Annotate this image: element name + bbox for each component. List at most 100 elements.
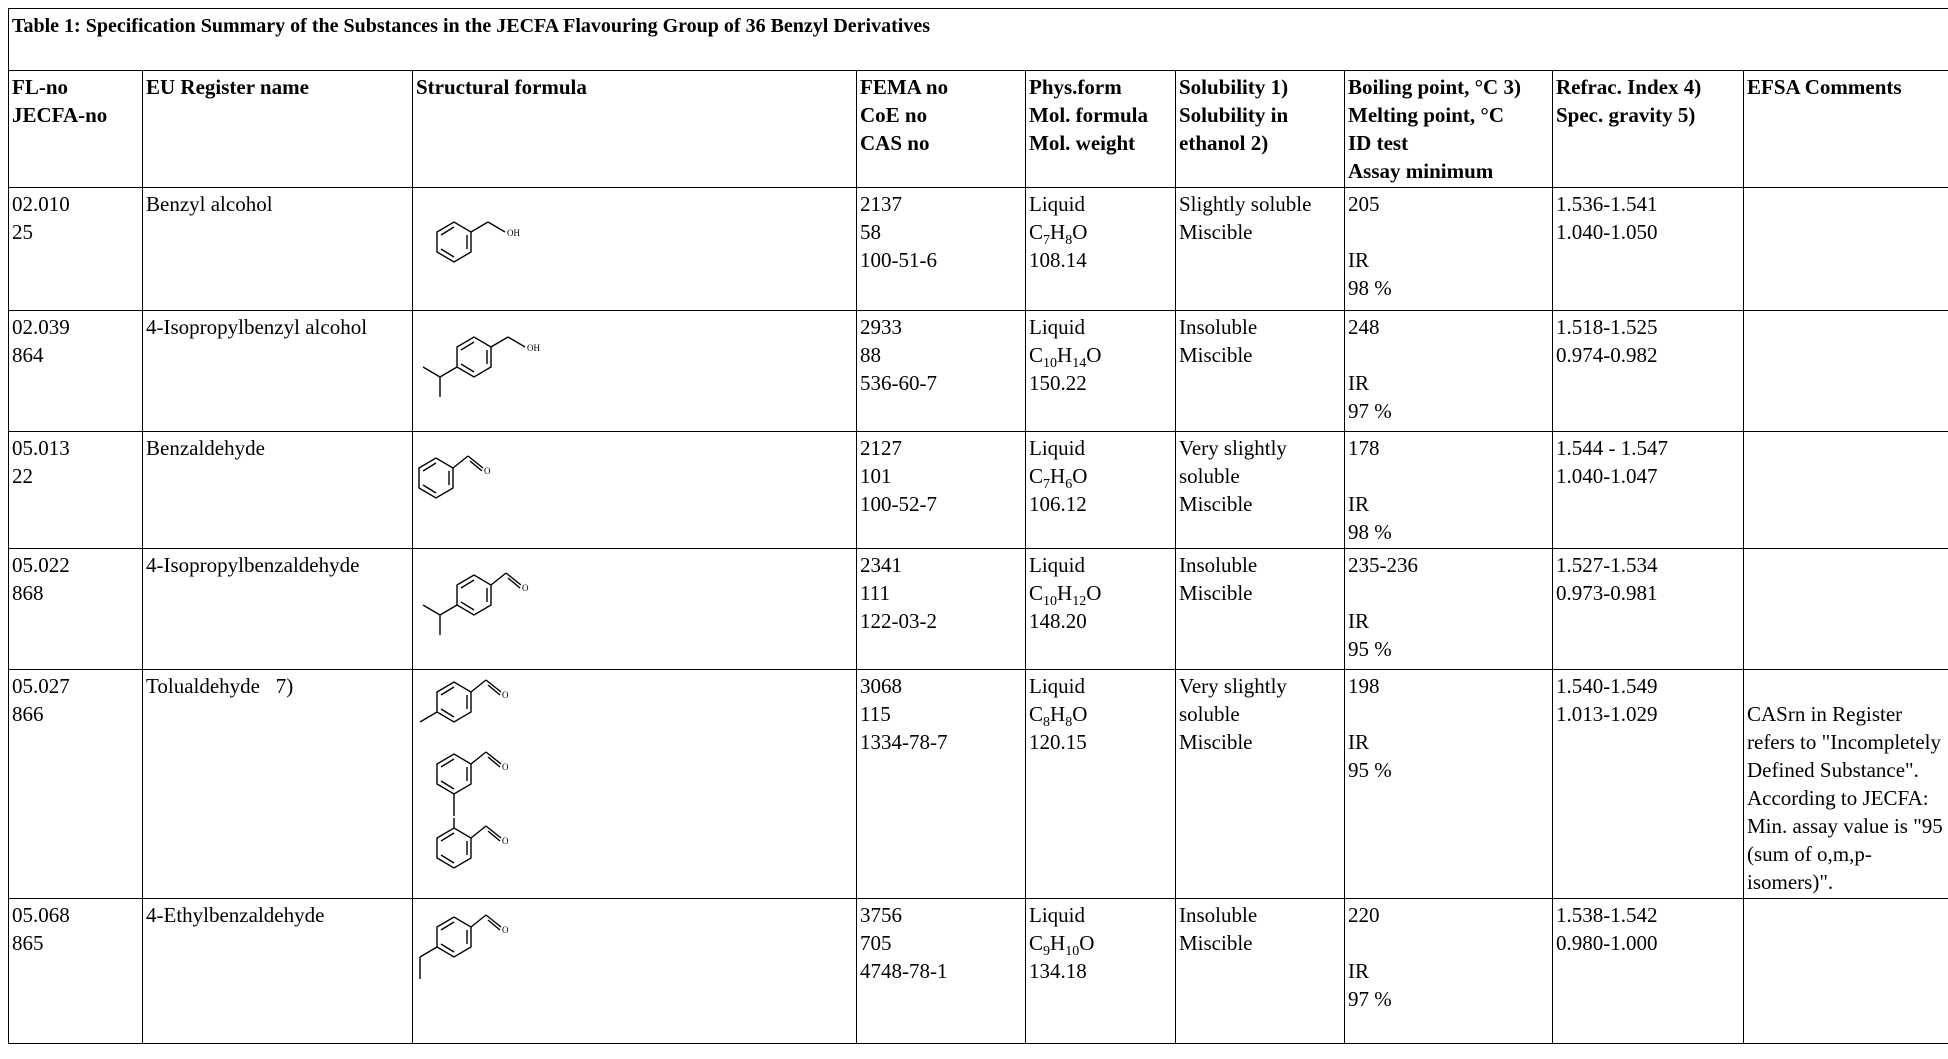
- fema-no: 2341: [860, 553, 902, 577]
- id-test: IR: [1348, 730, 1369, 754]
- mol-formula: C9H10O: [1029, 931, 1095, 960]
- solubility-line: Miscible: [1179, 220, 1253, 244]
- phys-form: Liquid: [1029, 903, 1085, 927]
- solubility-line: Very slightly: [1179, 436, 1287, 460]
- cas-no: 122-03-2: [860, 609, 937, 633]
- phys-form: Liquid: [1029, 436, 1085, 460]
- jecfa-no: 866: [12, 702, 44, 726]
- header-efsa-comments: EFSA Comments: [1742, 70, 1948, 188]
- id-test: IR: [1348, 959, 1369, 983]
- header-line: ethanol 2): [1179, 131, 1269, 155]
- register-name: Tolualdehyde 7): [146, 674, 294, 698]
- header-eu-register-name: EU Register name: [142, 70, 413, 188]
- fl-no: 02.039: [12, 315, 70, 339]
- header-line: Phys.form: [1029, 75, 1122, 99]
- jecfa-no: 865: [12, 931, 44, 955]
- header-refrac-index: Refrac. Index 4) Spec. gravity 5): [1552, 70, 1744, 188]
- cas-no: 4748-78-1: [860, 959, 948, 983]
- header-line: Spec. gravity 5): [1556, 103, 1696, 127]
- assay-minimum: 95 %: [1348, 758, 1392, 782]
- assay-minimum: 98 %: [1348, 520, 1392, 544]
- id-test: IR: [1348, 492, 1369, 516]
- boiling-point: 235-236: [1348, 553, 1418, 577]
- jecfa-no: 25: [12, 220, 33, 244]
- assay-minimum: 97 %: [1348, 399, 1392, 423]
- header-line: Solubility in: [1179, 103, 1289, 127]
- cell-register-name: Benzaldehyde: [142, 431, 413, 549]
- header-line: Assay minimum: [1348, 159, 1494, 183]
- jecfa-no: 868: [12, 581, 44, 605]
- cell-efsa: [1742, 431, 1948, 549]
- phys-form: Liquid: [1029, 553, 1085, 577]
- efsa-comment: CASrn in Register refers to "Incompletel…: [1747, 702, 1943, 894]
- atom-label: O: [502, 836, 509, 846]
- fema-no: 2933: [860, 315, 902, 339]
- cell-efsa: CASrn in Register refers to "Incompletel…: [1742, 669, 1948, 899]
- structure-benzyl-alcohol: OH: [412, 187, 857, 311]
- solubility-line: Miscible: [1179, 581, 1253, 605]
- refrac-index: 1.527-1.534: [1556, 553, 1658, 577]
- atom-label: O: [502, 762, 509, 772]
- header-line: ID test: [1348, 131, 1409, 155]
- fema-no: 2137: [860, 192, 902, 216]
- spec-gravity: 1.013-1.029: [1556, 702, 1658, 726]
- fema-no: 3756: [860, 903, 902, 927]
- solubility-line: Insoluble: [1179, 903, 1258, 927]
- boiling-point: 220: [1348, 903, 1380, 927]
- table-caption: Table 1: Specification Summary of the Su…: [7, 8, 1948, 71]
- header-fema-no: FEMA no CoE no CAS no: [856, 70, 1026, 188]
- atom-label: O: [502, 925, 509, 935]
- cell-efsa: [1742, 898, 1948, 1044]
- header-line: Structural formula: [416, 75, 587, 99]
- spec-gravity: 1.040-1.047: [1556, 464, 1658, 488]
- jecfa-no: 22: [12, 464, 33, 488]
- refrac-index: 1.518-1.525: [1556, 315, 1658, 339]
- atom-label: O: [522, 583, 529, 593]
- header-line: Mol. formula: [1029, 103, 1148, 127]
- mol-weight: 148.20: [1029, 609, 1087, 633]
- mol-weight: 134.18: [1029, 959, 1087, 983]
- cell-efsa: [1742, 310, 1948, 432]
- mol-weight: 106.12: [1029, 492, 1087, 516]
- header-line: Solubility 1): [1179, 75, 1289, 99]
- header-solubility: Solubility 1) Solubility in ethanol 2): [1175, 70, 1345, 188]
- solubility-line: Miscible: [1179, 730, 1253, 754]
- fema-no: 2127: [860, 436, 902, 460]
- header-line: Mol. weight: [1029, 131, 1136, 155]
- structure-tolualdehyde: O O O: [412, 669, 857, 899]
- header-line: CoE no: [860, 103, 928, 127]
- solubility-line: Insoluble: [1179, 553, 1258, 577]
- cas-no: 1334-78-7: [860, 730, 948, 754]
- header-boiling-point: Boiling point, °C 3) Melting point, °C I…: [1344, 70, 1553, 188]
- specification-table: Table 1: Specification Summary of the Su…: [7, 8, 1948, 1044]
- header-fl-no: FL-no JECFA-no: [8, 70, 143, 188]
- cas-no: 100-52-7: [860, 492, 937, 516]
- mol-formula: C7H8O: [1029, 220, 1088, 249]
- mol-formula: C10H12O: [1029, 581, 1102, 610]
- refrac-index: 1.536-1.541: [1556, 192, 1658, 216]
